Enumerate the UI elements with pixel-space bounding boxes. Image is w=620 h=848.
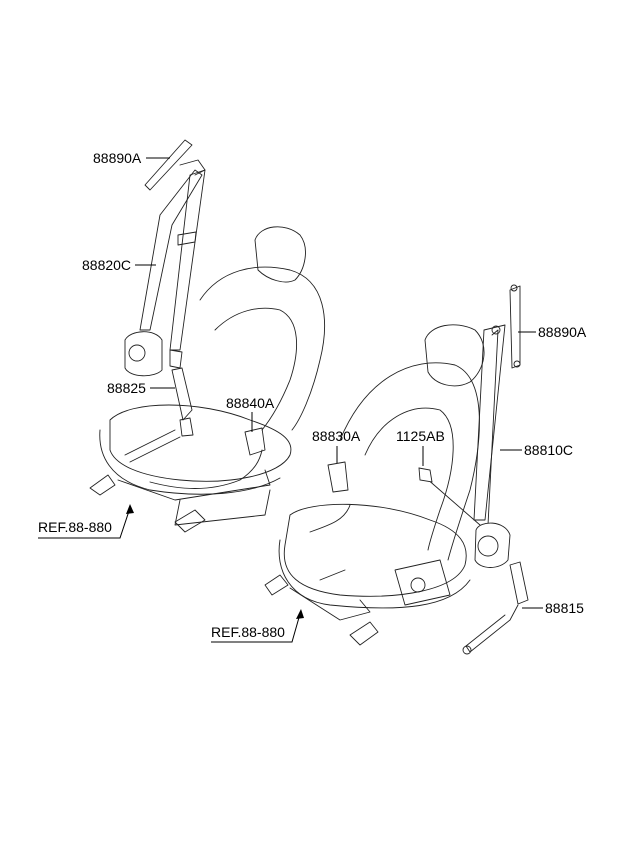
right-seat: [264, 324, 485, 646]
part-label-88810c: 88810C: [524, 442, 574, 458]
part-label-88815: 88815: [545, 600, 584, 616]
part-label-88825: 88825: [107, 380, 146, 396]
part-label-88890a-left: 88890A: [93, 150, 142, 166]
ref-label-left: REF.88-880: [38, 519, 112, 535]
leader-lines: [38, 157, 543, 643]
left-seat: [89, 226, 325, 533]
left-seat-belt: [124, 139, 206, 463]
ref-label-bottom: REF.88-880: [211, 624, 285, 640]
right-seat-belt: [418, 284, 529, 655]
part-label-88820c: 88820C: [82, 257, 132, 273]
part-label-1125ab: 1125AB: [396, 428, 445, 444]
part-label-88890a-right: 88890A: [538, 324, 587, 340]
part-label-88830a: 88830A: [312, 428, 361, 444]
part-label-88840a: 88840A: [226, 395, 275, 411]
